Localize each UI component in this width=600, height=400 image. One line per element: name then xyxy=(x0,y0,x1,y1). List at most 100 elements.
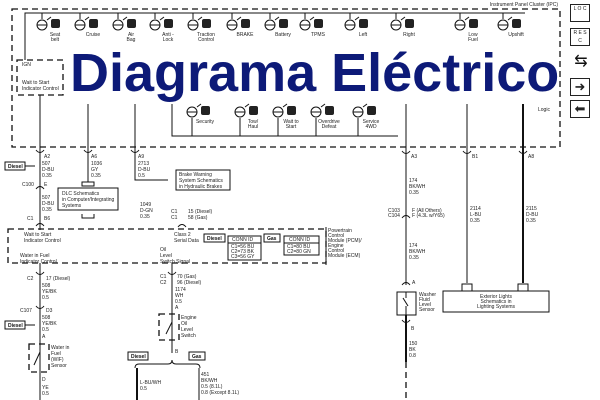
pcm-label: Module (PCM)/ xyxy=(328,238,362,244)
wire-label: D-BU xyxy=(138,167,151,173)
ipc-label: Instrument Panel Cluster (IPC) xyxy=(490,2,558,8)
reference-label: in Computer/Integrating xyxy=(62,197,114,203)
indicator: BRAKE xyxy=(226,13,254,38)
component-label: Level xyxy=(419,302,431,308)
telltale-symbol-icon xyxy=(405,19,414,28)
connector-c100 xyxy=(35,186,45,190)
wire-label: 0.8 xyxy=(409,353,416,359)
conn-id-header: CONN ID xyxy=(232,237,254,243)
light-ray-icon xyxy=(309,16,315,21)
pcm-pin-label: Wait to Start xyxy=(24,232,52,238)
indicator-label: 4WD xyxy=(365,124,377,130)
telltale-symbol-icon xyxy=(202,19,211,28)
wire-label: 150 xyxy=(409,341,418,347)
indicator-label: Control xyxy=(198,37,214,43)
wire-label: 174 xyxy=(409,178,418,184)
pin-label: A xyxy=(175,305,179,311)
switch xyxy=(402,297,409,307)
conn-id-header: CONN ID xyxy=(289,237,311,243)
telltale-symbol-icon xyxy=(287,106,296,115)
light-ray-icon xyxy=(236,16,242,21)
bottom-bus xyxy=(171,104,398,137)
pcm-pin-label: Indicator Control xyxy=(24,238,61,244)
wire-label: D-BU xyxy=(526,212,539,218)
indicator-label: Tow/ xyxy=(248,119,259,125)
indicator: Security xyxy=(186,103,215,136)
diesel-tag xyxy=(203,233,226,243)
connector-label: C104 xyxy=(388,213,400,219)
brake-reference-box xyxy=(175,169,231,191)
pcm-pin-label: Switch Signal xyxy=(160,259,190,265)
diesel-tag-label: Diesel xyxy=(8,164,23,170)
left-arrow-icon: ⬅ xyxy=(570,100,590,118)
telltale-symbol-icon xyxy=(201,106,210,115)
logic-label: Logic xyxy=(538,107,550,113)
loc-icon-label: L O C xyxy=(573,6,587,12)
diesel-tag-label: Diesel xyxy=(131,354,146,360)
ign-label: IGN xyxy=(22,62,31,68)
pin-label: 58 (Gas) xyxy=(188,215,208,221)
indicator-label: Traction xyxy=(197,32,215,38)
indicator: Anti -Lock xyxy=(149,13,174,43)
wire-label: 451 xyxy=(201,372,210,378)
pcm-label: Module (ECM) xyxy=(328,253,361,259)
pin-label: B1 xyxy=(472,154,478,160)
wif-sensor-box xyxy=(28,343,50,373)
pin-label: 15 (Diesel) xyxy=(188,209,213,215)
telltale-symbol-icon xyxy=(359,19,368,28)
telltale-symbol-icon xyxy=(249,106,258,115)
dlc-reference-box xyxy=(57,187,119,211)
wire-label: 2713 xyxy=(138,161,149,167)
pcm-pin-label: Serial Data xyxy=(174,238,199,244)
indicator-label: Air xyxy=(128,32,134,38)
resc-icon-label: R E S C xyxy=(573,30,587,44)
connector-c1 xyxy=(35,223,45,227)
indicator-label: Overdrive xyxy=(318,119,340,125)
reference-label: DLC Schematics xyxy=(62,191,100,197)
pcm-label: Powertrain xyxy=(328,228,352,234)
top-bus xyxy=(24,12,525,60)
telltale-symbol-icon xyxy=(51,19,60,28)
light-ray-icon xyxy=(362,103,368,108)
connector xyxy=(461,283,473,291)
pin-label: C1 xyxy=(171,215,178,221)
light-ray-icon xyxy=(320,103,326,108)
connector-a3 xyxy=(401,150,411,154)
wire-label: BK/WH xyxy=(201,378,218,384)
reference-label: Schematics in xyxy=(480,299,511,305)
telltale-symbol-icon xyxy=(164,19,173,28)
indicator-label: Haul xyxy=(248,124,258,130)
switch xyxy=(33,351,41,366)
component-label: (WIF) xyxy=(51,357,64,363)
wire-label: BK xyxy=(409,347,416,353)
connector-label: 70 (Gas) xyxy=(177,274,197,280)
pin-label: B xyxy=(175,349,179,355)
wire-label: L-BU/WH xyxy=(140,380,162,386)
wire-label: 0.35 xyxy=(140,214,150,220)
connector-a2 xyxy=(35,149,45,153)
pin-label: A8 xyxy=(528,154,534,160)
wire-label: 508 xyxy=(42,315,51,321)
pcm-label: Engine xyxy=(328,243,344,249)
indicator-label: TPMS xyxy=(311,32,326,38)
component-label: Washer xyxy=(419,292,436,298)
wire-label: 1036 xyxy=(91,161,102,167)
connector-label: C1 xyxy=(27,216,34,222)
light-ray-icon xyxy=(159,16,165,21)
conn-id-row: C2=73 BK xyxy=(231,249,255,255)
telltale-symbol-icon xyxy=(325,106,334,115)
indicator-label: Security xyxy=(196,119,215,125)
wire-label: L-BU xyxy=(470,212,482,218)
connector xyxy=(517,283,529,291)
light-ray-icon xyxy=(400,16,406,21)
wire-label: D-BU xyxy=(42,201,55,207)
connector-c103 xyxy=(401,215,411,219)
gas-tag xyxy=(188,351,206,361)
reference-label: System Schematics xyxy=(179,178,223,184)
pcm-pin-label: Class 2 xyxy=(174,232,191,238)
wire xyxy=(134,153,168,181)
wire-label: 0.35 xyxy=(42,207,52,213)
connector-a8 xyxy=(518,150,528,154)
